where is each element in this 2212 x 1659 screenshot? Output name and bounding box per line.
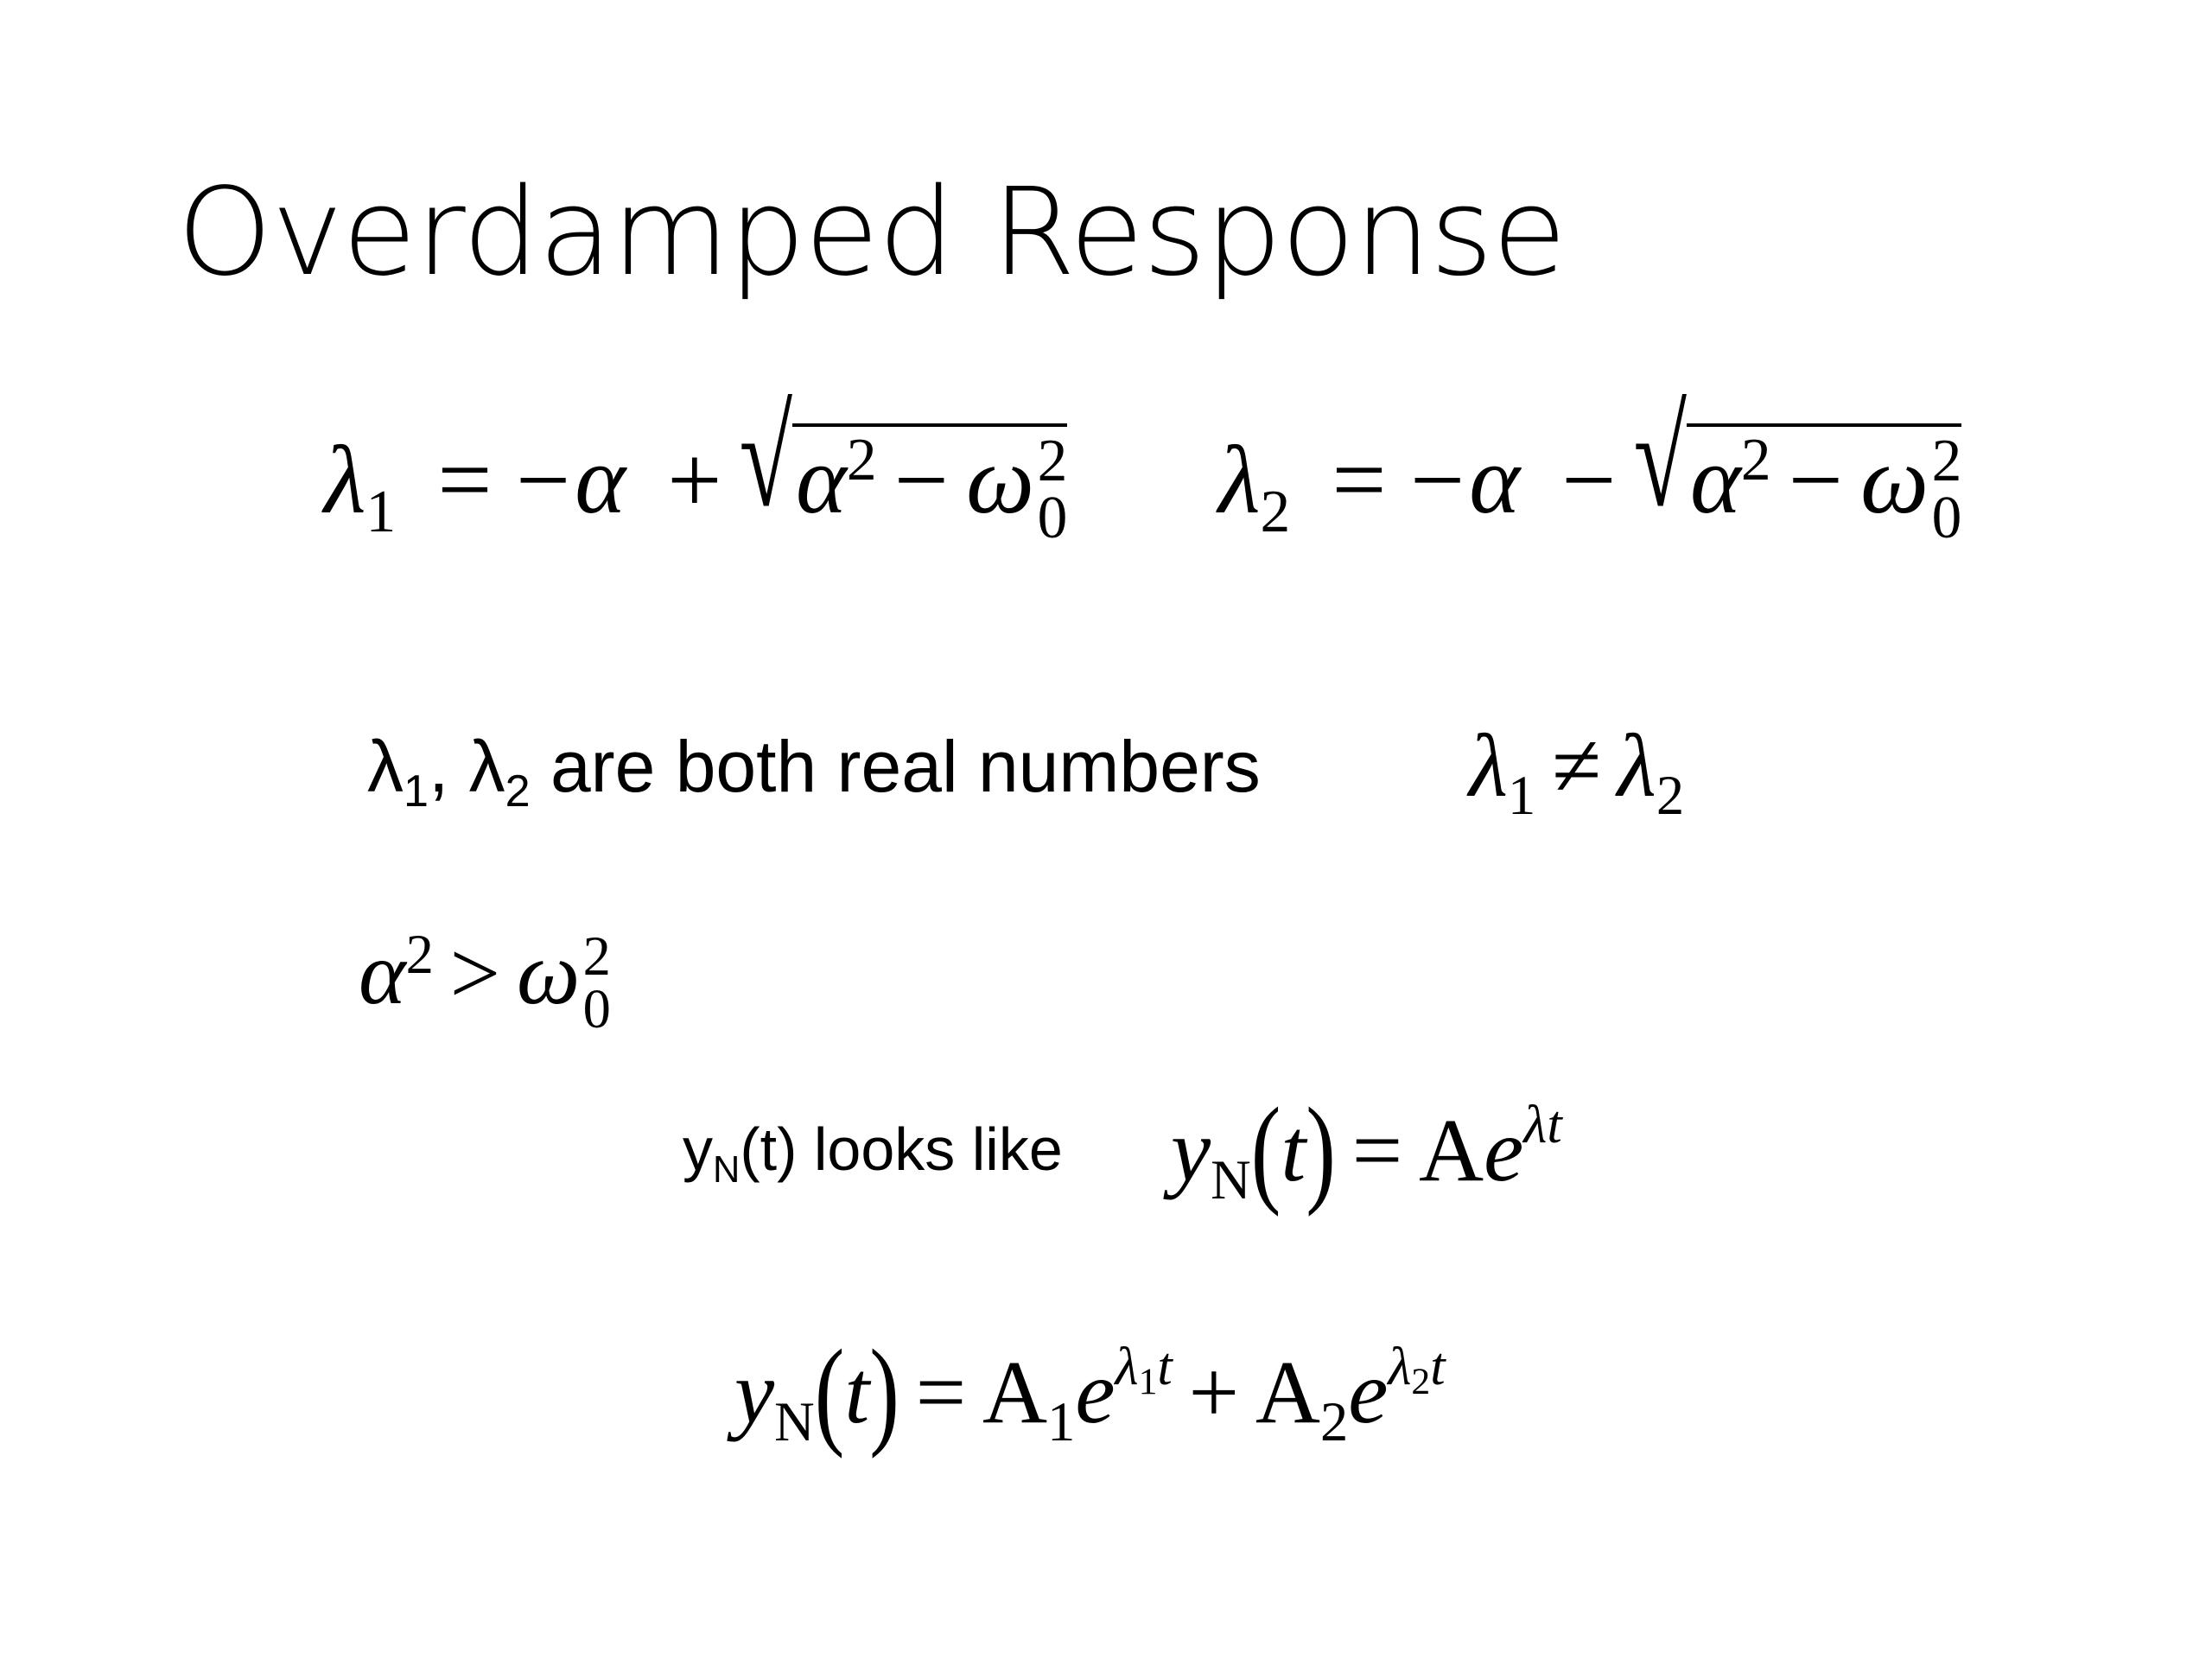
looks-like-y: y: [683, 1116, 713, 1183]
exp-form-equals: =: [1351, 1101, 1403, 1200]
slide-title: Overdamped Response: [177, 162, 1567, 303]
solution-e1: e: [1075, 1343, 1116, 1442]
statement-separator: ,: [428, 726, 469, 807]
statement-lambda1-subscript: 1: [404, 766, 429, 817]
alpha-superscript: 2: [846, 426, 877, 493]
solution-A2: A: [1255, 1343, 1320, 1442]
lambda2-symbol: λ: [1218, 427, 1261, 534]
lambda2-minus-alpha: −α: [1403, 427, 1521, 534]
exponential-form-equation: yN(t)=Aeλt: [1171, 1090, 1562, 1211]
exponent2-t: t: [1430, 1337, 1446, 1397]
neq-lambda1-subscript: 1: [1508, 764, 1536, 826]
exp-form-y: y: [1171, 1101, 1211, 1200]
solution-A1-subscript: 1: [1047, 1390, 1076, 1452]
condition-omega-subscript: 0: [582, 978, 611, 1040]
solution-A2-subscript: 2: [1319, 1390, 1349, 1452]
omega-superscript: 2: [1037, 428, 1068, 495]
solution-plus: +: [1188, 1343, 1240, 1442]
omega-subscript: 0: [1037, 485, 1068, 552]
exponent1-subscript: 1: [1138, 1361, 1158, 1403]
solution-left-paren: (: [814, 1325, 845, 1459]
solution-right-paren: ): [869, 1325, 899, 1459]
lambda-inequality: λ1≠λ2: [1469, 721, 1684, 823]
exp-form-left-paren: (: [1250, 1083, 1281, 1217]
exponent1-t: t: [1157, 1337, 1173, 1397]
looks-like-label: yN(t) looks like: [683, 1116, 1063, 1189]
statement-text: are both real numbers: [530, 726, 1261, 807]
condition-greater-than: >: [449, 924, 501, 1023]
neq-lambda1: λ: [1469, 716, 1509, 816]
neq-lambda2-subscript: 2: [1656, 764, 1685, 826]
exp-form-e: e: [1484, 1101, 1524, 1200]
solution-exponent1: λ1t: [1115, 1337, 1173, 1401]
radical-sign: √: [1633, 380, 1688, 537]
alpha-symbol: α: [1690, 427, 1741, 534]
solution-exponent2: λ2t: [1388, 1337, 1446, 1401]
lambda1-equals: =: [437, 427, 493, 534]
condition-alpha-superscript: 2: [405, 923, 434, 985]
omega-symbol: ω: [1860, 427, 1929, 534]
exponent2-lambda: λ: [1388, 1337, 1412, 1397]
neq-sign: ≠: [1552, 716, 1602, 816]
real-numbers-statement: λ1, λ2 are both real numbers: [367, 730, 1261, 814]
condition-alpha: α: [359, 924, 406, 1023]
lambda1-plus: +: [667, 427, 722, 534]
looks-like-y-subscript: N: [713, 1148, 741, 1191]
alpha-superscript: 2: [1740, 426, 1771, 493]
exp-form-exponent: λt: [1523, 1095, 1562, 1155]
solution-equals: =: [915, 1343, 967, 1442]
statement-lambda2: λ: [468, 726, 505, 807]
lambda1-symbol: λ: [324, 427, 366, 534]
exp-form-A: A: [1419, 1101, 1484, 1200]
omega-superscript: 2: [1931, 428, 1962, 495]
alpha-symbol: α: [796, 427, 847, 534]
exponent2-subscript: 2: [1411, 1361, 1431, 1403]
solution-y-subscript: N: [774, 1390, 815, 1452]
condition-omega-superscript: 2: [582, 925, 611, 987]
radical-sign: √: [739, 380, 793, 537]
looks-like-text: (t) looks like: [740, 1116, 1063, 1183]
inner-minus: −: [1788, 427, 1843, 534]
condition-omega: ω: [516, 924, 581, 1023]
solution-t: t: [844, 1343, 870, 1442]
lambda2-equals: =: [1332, 427, 1387, 534]
lambda2-minus: −: [1561, 427, 1617, 534]
exp-form-right-paren: ): [1306, 1083, 1336, 1217]
general-solution-equation: yN(t)=A1eλ1t+A2eλ2t: [734, 1332, 1446, 1452]
lambda2-subscript: 2: [1260, 479, 1291, 546]
statement-lambda1: λ: [367, 726, 404, 807]
solution-e2: e: [1348, 1343, 1389, 1442]
omega-symbol: ω: [966, 427, 1035, 534]
exp-form-y-subscript: N: [1211, 1148, 1251, 1211]
inner-minus: −: [893, 427, 949, 534]
solution-A1: A: [982, 1343, 1048, 1442]
exponent1-lambda: λ: [1115, 1337, 1139, 1397]
omega-subscript: 0: [1931, 485, 1962, 552]
statement-lambda2-subscript: 2: [505, 766, 531, 817]
solution-y: y: [734, 1343, 775, 1442]
exp-form-t: t: [1281, 1101, 1306, 1200]
lambda1-minus-alpha: −α: [509, 427, 626, 534]
lambda1-subscript: 1: [365, 479, 397, 546]
neq-lambda2: λ: [1617, 716, 1656, 816]
